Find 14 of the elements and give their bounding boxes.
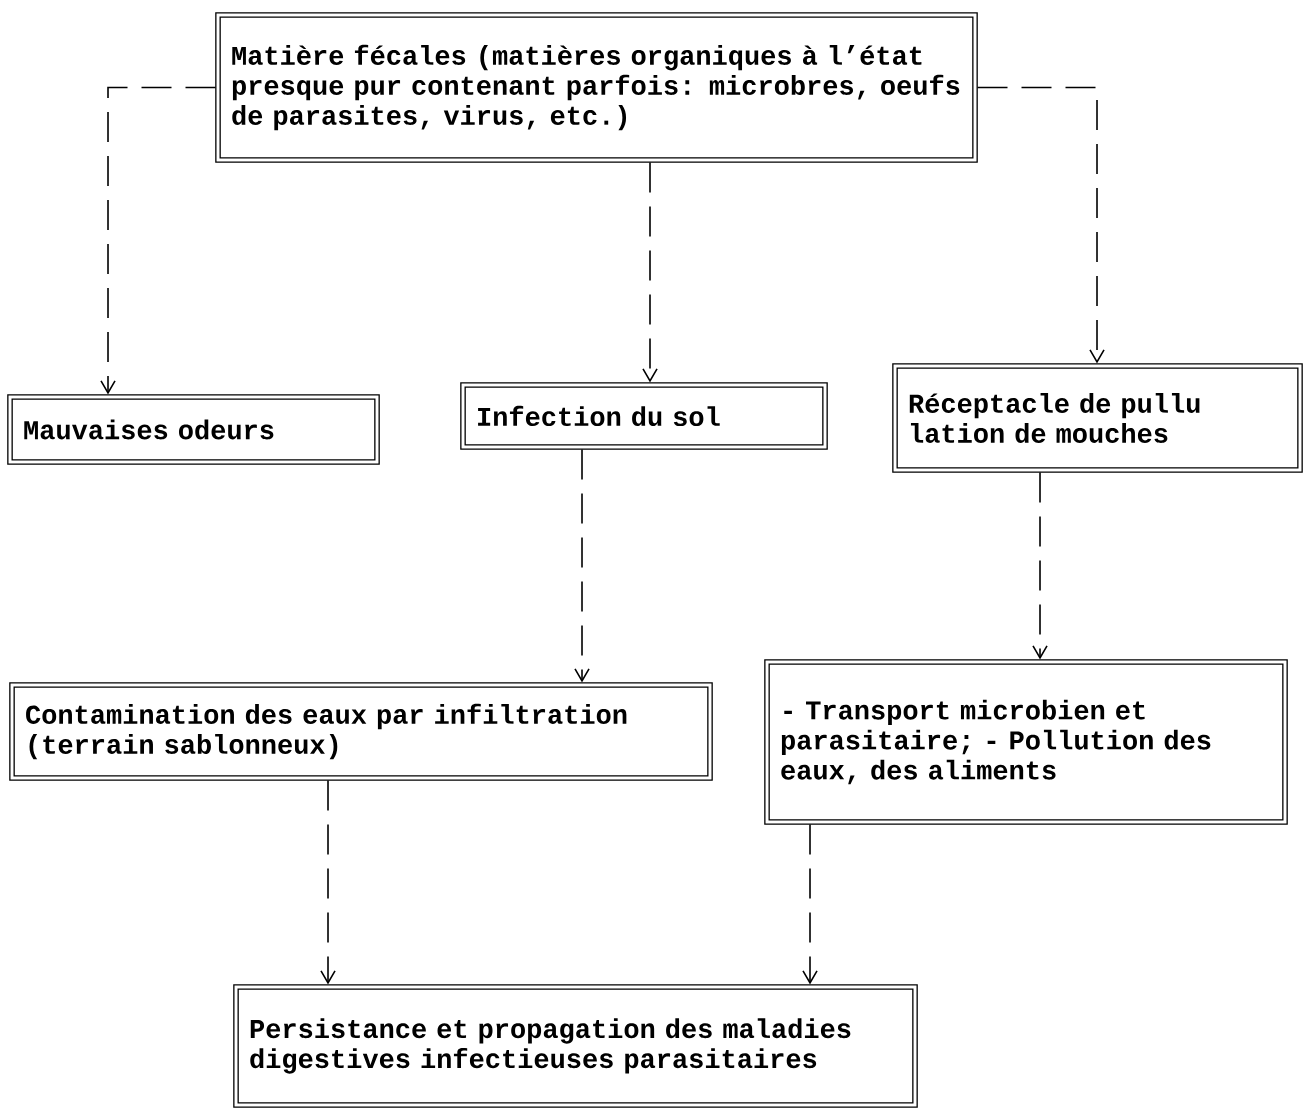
arrow [320, 779, 336, 985]
process-box: Infection du sol [460, 382, 828, 450]
process-box: Réceptacle de pullu lation de mouches [892, 363, 1303, 473]
arrow [1032, 471, 1048, 660]
arrow [100, 86, 217, 395]
arrow [976, 86, 1105, 364]
arrow [642, 161, 658, 383]
process-box: Matière fécales (matières organiques à l’état presque pur contenant parfois: microbres, oeufs de parasites, virus, etc.) [215, 12, 978, 163]
process-box: Contamination des eaux par infiltration (terrain sablonneux) [9, 682, 713, 781]
arrow [802, 823, 818, 985]
process-box: Persistance et propagation des maladies digestives infectieuses parasitaires [233, 984, 918, 1108]
arrow [574, 448, 590, 683]
process-box: Mauvaises odeurs [7, 394, 380, 465]
process-box: - Transport microbien et parasitaire; - Pollution des eaux, des aliments [764, 659, 1288, 825]
